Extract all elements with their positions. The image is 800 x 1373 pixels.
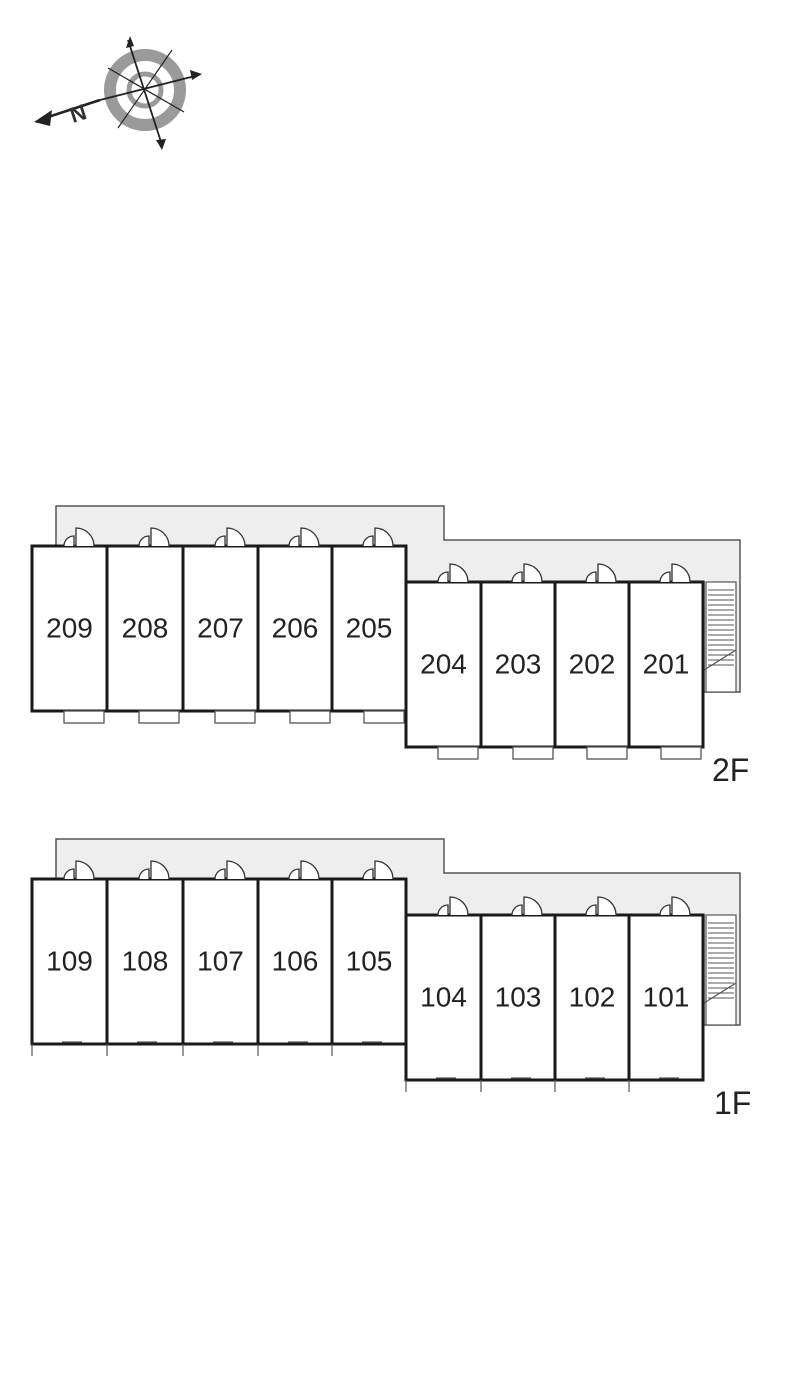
unit-203: 203 [479, 563, 557, 760]
unit-104: 104 [404, 896, 483, 1092]
floor-label-2f: 2F [712, 752, 749, 788]
door-icon [437, 896, 469, 916]
door-icon [511, 896, 543, 916]
north-arrow-icon [34, 110, 52, 126]
compass-rose-icon: N [34, 36, 202, 150]
unit-number: 209 [46, 613, 93, 644]
door-icon [659, 563, 691, 583]
door-icon [63, 860, 95, 880]
unit-number: 201 [643, 649, 690, 680]
unit-106: 106 [256, 860, 334, 1056]
unit-number: 103 [495, 982, 542, 1013]
balcony [660, 746, 702, 760]
unit-102: 102 [553, 896, 631, 1092]
floor-label-1f: 1F [714, 1085, 751, 1121]
floor-1f-plan: 109 108 107 106 105 104 103 102 101 [30, 838, 741, 1092]
door-icon [585, 563, 617, 583]
unit-number: 208 [122, 613, 169, 644]
door-icon [288, 527, 320, 547]
unit-207: 207 [181, 527, 260, 724]
unit-number: 204 [420, 649, 467, 680]
unit-103: 103 [479, 896, 557, 1092]
unit-number: 101 [643, 982, 690, 1013]
balcony [63, 710, 105, 724]
unit-number: 107 [197, 946, 244, 977]
balcony [437, 746, 479, 760]
door-icon [214, 527, 246, 547]
unit-209: 209 [30, 527, 109, 724]
unit-201: 201 [627, 563, 705, 760]
unit-208: 208 [105, 527, 185, 724]
unit-number: 108 [122, 946, 169, 977]
unit-205: 205 [330, 527, 408, 724]
door-icon [138, 527, 170, 547]
unit-109: 109 [30, 860, 109, 1056]
unit-202: 202 [553, 563, 631, 760]
unit-outline [330, 877, 408, 1046]
staircase [703, 581, 737, 693]
door-icon [511, 563, 543, 583]
unit-outline [30, 877, 109, 1046]
unit-number: 202 [569, 649, 616, 680]
door-icon [63, 527, 95, 547]
unit-outline [330, 544, 408, 713]
unit-number: 102 [569, 982, 616, 1013]
unit-105: 105 [330, 860, 408, 1056]
door-icon [362, 860, 394, 880]
door-icon [214, 860, 246, 880]
unit-number: 105 [346, 946, 393, 977]
unit-outline [30, 544, 109, 713]
unit-outline [479, 580, 557, 749]
unit-number: 205 [346, 613, 393, 644]
unit-number: 206 [272, 613, 319, 644]
door-icon [437, 563, 469, 583]
balcony [214, 710, 256, 724]
door-icon [585, 896, 617, 916]
unit-107: 107 [181, 860, 260, 1056]
balcony [512, 746, 554, 760]
unit-101: 101 [627, 896, 705, 1092]
north-label: N [67, 99, 90, 128]
unit-204: 204 [404, 563, 483, 760]
unit-number: 106 [272, 946, 319, 977]
unit-outline [627, 913, 705, 1082]
door-icon [138, 860, 170, 880]
unit-number: 104 [420, 982, 467, 1013]
unit-outline [627, 580, 705, 749]
unit-number: 203 [495, 649, 542, 680]
unit-outline [553, 913, 631, 1082]
door-icon [362, 527, 394, 547]
floor-2f-plan: 209 208 207 206 205 204 203 202 201 [30, 505, 741, 760]
unit-number: 109 [46, 946, 93, 977]
balcony [138, 710, 180, 724]
balcony [586, 746, 628, 760]
unit-108: 108 [105, 860, 185, 1056]
unit-206: 206 [256, 527, 334, 724]
door-icon [288, 860, 320, 880]
balcony [363, 710, 405, 724]
unit-number: 207 [197, 613, 244, 644]
staircase [703, 914, 737, 1026]
door-icon [659, 896, 691, 916]
balcony [289, 710, 331, 724]
unit-outline [256, 877, 334, 1046]
